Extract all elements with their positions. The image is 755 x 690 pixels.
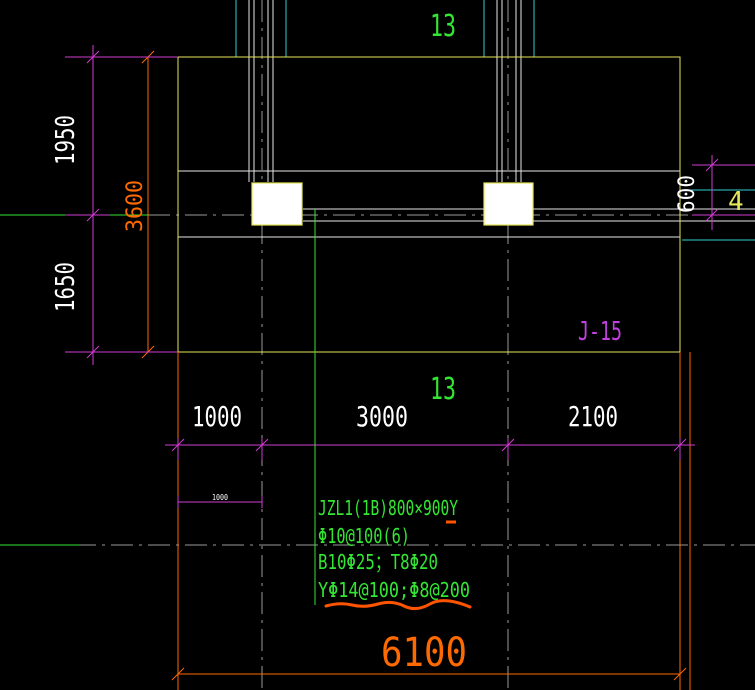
dim-small: 1000 xyxy=(212,493,228,502)
highlight-squiggle xyxy=(324,599,472,611)
dim-span-3: 2100 xyxy=(568,400,618,433)
annotation-line3: B10Φ25；T8Φ20 xyxy=(318,550,438,574)
foundation-outline[interactable] xyxy=(177,56,681,353)
axis-labels: 13 13 xyxy=(430,9,456,407)
dim-left-top: 1950 xyxy=(51,115,81,165)
dim-right-small: 4 xyxy=(728,187,744,217)
dim-left-total: 3600 xyxy=(123,180,148,232)
dimension-left xyxy=(65,45,178,365)
dim-total: 6100 xyxy=(381,630,467,676)
annotation-line2: Φ10@100(6) xyxy=(318,524,410,548)
column-outlines xyxy=(235,0,755,241)
dim-span-1: 1000 xyxy=(192,400,242,433)
dimension-bottom xyxy=(165,438,695,508)
annotation-line4: YΦ14@100;Φ8@200 xyxy=(318,578,470,602)
axis-label-mid: 13 xyxy=(430,372,456,407)
axis-label-top: 13 xyxy=(430,9,456,44)
annotation-line1: JZL1(1B)800×900Y xyxy=(318,496,458,520)
dimension-right xyxy=(692,155,755,230)
dim-left-bottom: 1650 xyxy=(51,262,81,312)
beam-annotation[interactable]: JZL1(1B)800×900Y Φ10@100(6) B10Φ25；T8Φ20… xyxy=(318,496,470,602)
column-right[interactable] xyxy=(483,182,534,226)
dim-span-2: 3000 xyxy=(356,400,408,433)
column-left[interactable] xyxy=(251,182,303,226)
foundation-tag[interactable]: J-15 xyxy=(578,317,622,347)
dim-right: 600 xyxy=(675,175,700,213)
